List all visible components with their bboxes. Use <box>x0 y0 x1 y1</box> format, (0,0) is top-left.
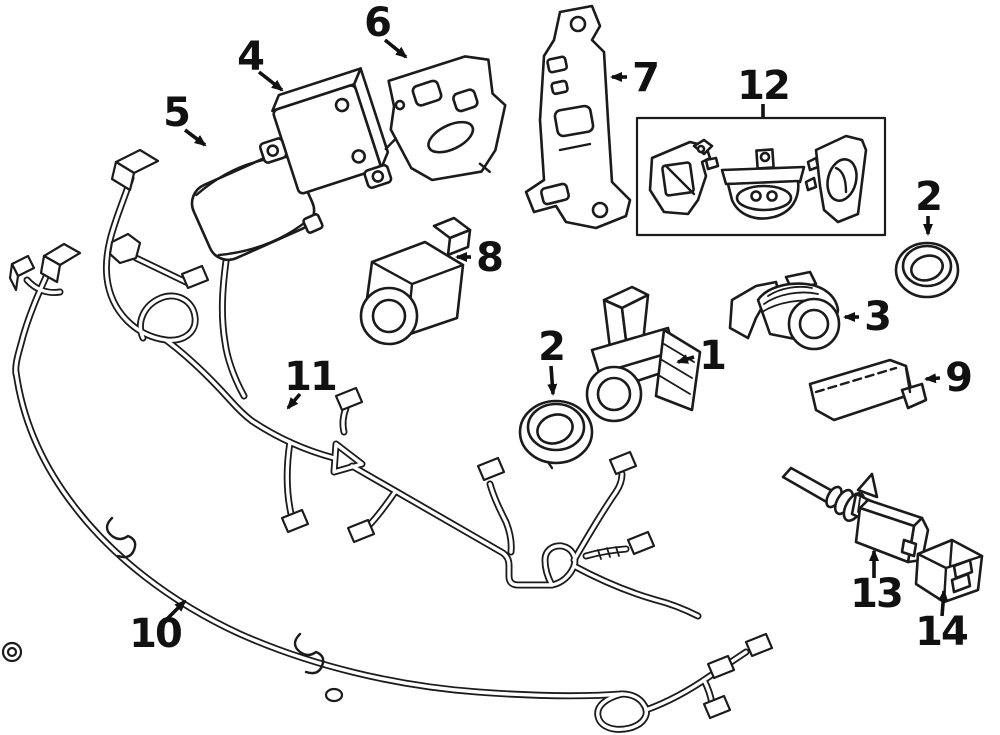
callout-2-middle-label: 2 <box>538 324 564 370</box>
callout-5-label: 5 <box>163 90 189 136</box>
wire-connector <box>626 530 656 556</box>
callout-5: 5 <box>163 90 207 147</box>
callout-9-arrow <box>924 373 941 384</box>
callout-9: 9 <box>924 355 973 401</box>
callout-11-arrow <box>286 392 302 410</box>
callout-11: 11 <box>284 354 338 410</box>
callout-1: 1 <box>676 333 727 379</box>
harness-10-front-bumper-wiring <box>1 242 774 729</box>
callout-4-label: 4 <box>237 34 263 80</box>
part-3-park-sensor <box>728 270 841 351</box>
callout-4: 4 <box>237 34 284 92</box>
wire-connector <box>110 160 136 192</box>
callout-8-label: 8 <box>476 235 502 281</box>
callout-7: 7 <box>610 55 660 101</box>
callout-11-label: 11 <box>284 354 336 400</box>
callout-6: 6 <box>364 0 408 59</box>
part-13-temp-sensor <box>781 466 930 564</box>
callout-5-arrow <box>183 128 207 147</box>
part-9-module <box>808 358 928 422</box>
callout-8: 8 <box>455 235 504 281</box>
callout-12: 12 <box>737 63 791 117</box>
part-2-grommet-right <box>894 241 960 299</box>
callout-6-arrow <box>383 38 408 59</box>
wire-connector <box>39 254 62 284</box>
part-2-grommet-middle <box>518 399 594 470</box>
wire-connector <box>180 264 210 290</box>
part-12-left-bezel <box>648 138 720 216</box>
callout-3: 3 <box>843 294 892 340</box>
part-5-module <box>190 152 324 262</box>
part-6-bracket <box>384 55 507 182</box>
part-8-camera <box>359 216 472 346</box>
callout-4-arrow <box>257 70 284 92</box>
harness-clip <box>105 516 137 559</box>
harness-clip <box>324 687 344 703</box>
callout-2-right: 2 <box>915 174 943 236</box>
callout-9-label: 9 <box>945 355 971 401</box>
part-4-module <box>258 67 393 195</box>
wire-connector <box>706 654 736 680</box>
part-1-park-sensor <box>585 285 702 423</box>
wire-connector <box>476 456 506 482</box>
callout-13-label: 13 <box>850 571 902 617</box>
harness-clip-hex <box>108 232 142 265</box>
callout-1-label: 1 <box>699 333 725 379</box>
wire-connector <box>280 508 310 534</box>
part-12-kit-box <box>635 116 887 237</box>
wire-connector <box>8 262 20 292</box>
part-14-connector <box>914 538 984 604</box>
part-12-right-bezel <box>804 134 868 224</box>
part-7-bracket <box>524 4 632 230</box>
harness-11-front-sensor-wiring <box>106 148 698 616</box>
harness-clip <box>293 632 325 675</box>
wire-connector <box>744 632 774 658</box>
callout-10-arrow <box>163 599 187 623</box>
harness-grommet-small <box>6 646 18 658</box>
callout-2-middle: 2 <box>538 324 566 396</box>
callout-12-label: 12 <box>737 63 789 109</box>
callout-6-label: 6 <box>364 0 390 46</box>
wire-connector <box>346 518 376 544</box>
wire-connector <box>334 386 364 412</box>
wire-connector <box>702 694 732 720</box>
callout-2-right-label: 2 <box>915 174 941 220</box>
part-12-horn <box>720 148 806 220</box>
callout-10: 10 <box>129 599 187 657</box>
callout-13: 13 <box>850 549 904 617</box>
callout-1-arrow <box>676 354 695 364</box>
callout-2-middle-arrow <box>547 365 558 396</box>
callout-14-label: 14 <box>915 609 967 655</box>
callout-3-label: 3 <box>864 294 890 340</box>
callout-10-label: 10 <box>129 611 181 657</box>
wire-connector <box>608 450 638 476</box>
callout-14-arrow <box>938 589 949 617</box>
callout-14: 14 <box>915 589 969 655</box>
callout-7-label: 7 <box>632 55 658 101</box>
